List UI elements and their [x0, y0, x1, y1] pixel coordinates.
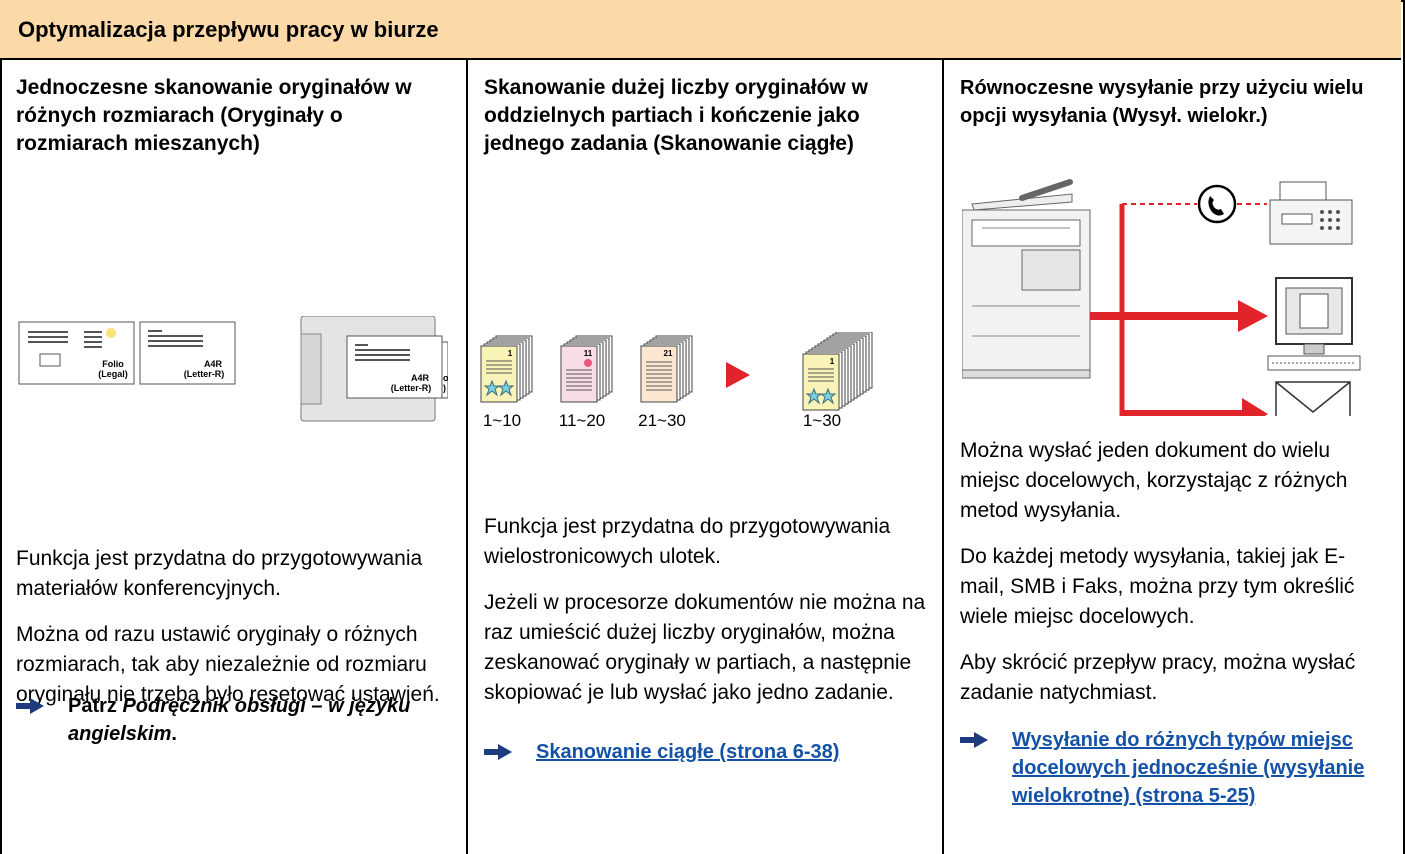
- stack4-caption: 1~30: [803, 411, 841, 430]
- continuous-scan-illustration: 1 1~10 11 11~20: [480, 332, 873, 430]
- svg-text:o: o: [443, 373, 448, 383]
- machine-label2: (Letter-R): [391, 383, 432, 393]
- description-paragraph: Aby skrócić przepływ pracy, można wysłać…: [960, 651, 1356, 704]
- document-stack-1-icon: 1: [480, 335, 533, 403]
- stack2-caption: 11~20: [559, 411, 605, 430]
- envelope-icon: [1275, 381, 1351, 416]
- reference-prefix: Patrz: [68, 695, 123, 717]
- section-header: Optymalizacja przepływu pracy w biurze: [0, 0, 1401, 60]
- link-multi-sending[interactable]: Wysyłanie do różnych typów miejsc docelo…: [1012, 729, 1365, 807]
- document-processor-icon: A4R (Letter-R) o ): [300, 316, 448, 422]
- stack1-number: 1: [508, 349, 513, 358]
- stack3-caption: 21~30: [638, 411, 686, 430]
- description-paragraph: Do każdej metody wysyłania, takiej jak E…: [960, 545, 1355, 628]
- description-paragraph: Jeżeli w procesorze dokumentów nie można…: [484, 591, 926, 704]
- column-multi-sending: Równoczesne wysyłanie przy użyciu wielu …: [942, 60, 1401, 854]
- arrow-right-icon: [16, 698, 44, 714]
- link-continuous-scan[interactable]: Skanowanie ciągłe (strona 6-38): [536, 741, 840, 763]
- description-paragraph: Funkcja jest przydatna do przygotowywani…: [16, 547, 423, 600]
- printer-icon: [962, 179, 1091, 379]
- document-stack-3-icon: 21: [640, 335, 693, 403]
- column-title: Skanowanie dużej liczby oryginałów w odd…: [484, 76, 868, 155]
- column-mixed-size-originals: Jednoczesne skanowanie oryginałów w różn…: [0, 60, 466, 854]
- paper1-label1: Folio: [102, 359, 124, 369]
- paper-folio-icon: Folio (Legal): [18, 321, 135, 385]
- computer-icon: [1267, 277, 1361, 371]
- paper1-label2: (Legal): [98, 369, 128, 379]
- stack4-number: 1: [830, 357, 835, 366]
- description-paragraph: Funkcja jest przydatna do przygotowywani…: [484, 515, 891, 568]
- stack2-number: 11: [584, 349, 593, 358]
- mixed-size-originals-illustration: Folio (Legal) A4R (Letter-R) A4R (Letter…: [18, 316, 448, 422]
- arrow-right-icon: [484, 744, 512, 760]
- send-to-pc-arrow-icon: [1238, 300, 1268, 332]
- section-title: Optymalizacja przepływu pracy w biurze: [18, 17, 439, 42]
- paper2-label2: (Letter-R): [184, 369, 225, 379]
- paper2-label1: A4R: [204, 359, 223, 369]
- reference-manual-title: Podręcznik obsługi – w języku angielskim: [68, 695, 411, 745]
- arrow-right-icon: [960, 732, 988, 748]
- paper-a4r-icon: A4R (Letter-R): [139, 321, 236, 385]
- reference-suffix: .: [171, 723, 177, 745]
- send-to-email-arrow-icon: [1242, 398, 1268, 416]
- description-paragraph: Można wysłać jeden dokument do wielu mie…: [960, 439, 1348, 522]
- column-title: Jednoczesne skanowanie oryginałów w różn…: [16, 76, 412, 155]
- stack3-number: 21: [664, 349, 673, 358]
- play-arrow-icon: [726, 362, 750, 388]
- fax-icon: [1269, 181, 1353, 245]
- column-continuous-scan: Skanowanie dużej liczby oryginałów w odd…: [466, 60, 942, 854]
- svg-text:): ): [443, 383, 446, 393]
- phone-icon: [1197, 184, 1237, 224]
- multi-sending-illustration: [962, 179, 1361, 416]
- stack1-caption: 1~10: [483, 411, 521, 430]
- column-title: Równoczesne wysyłanie przy użyciu wielu …: [960, 77, 1364, 127]
- description-paragraph: Można od razu ustawić oryginały o różnyc…: [16, 623, 440, 706]
- machine-label1: A4R: [411, 373, 430, 383]
- document-stack-combined-icon: 1: [802, 332, 873, 411]
- document-stack-2-icon: 11: [560, 335, 613, 403]
